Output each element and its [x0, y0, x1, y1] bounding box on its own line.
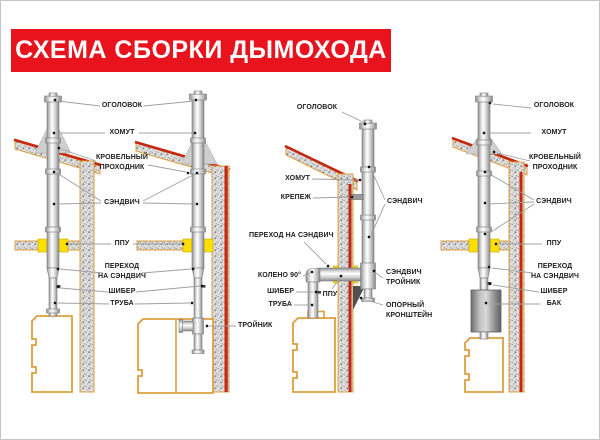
d1-chimney-pipe — [44, 92, 62, 317]
label-truba-12: ТРУБА — [110, 300, 134, 307]
d4-chimney-pipe — [470, 92, 502, 340]
d4-ppu-block-right — [489, 238, 500, 253]
label-krovelny-prohodnik-12: КРОВЕЛЬНЫЙ ПРОХОДНИК — [96, 154, 148, 171]
d4-ppu-block-left — [468, 238, 479, 253]
label-sandwich-troynik-3: СЭНДВИЧ ТРОЙНИК — [386, 269, 422, 286]
label-ogolovok-3: ОГОЛОВОК — [296, 104, 338, 111]
label-krovelny-prohodnik-4: КРОВЕЛЬНЫЙ ПРОХОДНИК — [529, 154, 581, 171]
d4-water-tank — [470, 289, 502, 333]
label-shiber-3: ШИБЕР — [267, 288, 294, 295]
label-shiber-4: ШИБЕР — [540, 288, 568, 295]
label-troynik-2: ТРОЙНИК — [238, 322, 273, 329]
label-koleno-90-3: КОЛЕНО 90° — [257, 272, 301, 279]
d4-adapter — [477, 267, 491, 279]
label-shiber-12: ШИБЕР — [108, 288, 136, 295]
d2-wall — [211, 165, 230, 393]
page-title: СХЕМА СБОРКИ ДЫМОХОДА — [15, 36, 387, 64]
label-oporny-kronshteyn-3: ОПОРНЫЙ КРОНШТЕЙН — [386, 302, 433, 319]
label-sandwich-4: СЭНДВИЧ — [536, 198, 572, 205]
label-ogolovok-4: ОГОЛОВОК — [533, 102, 575, 109]
d3-wall — [337, 173, 354, 393]
label-sandwich-12: СЭНДВИЧ — [104, 199, 140, 206]
d3-elbow-90 — [305, 268, 321, 283]
d3-support-bracket — [353, 286, 365, 310]
d4-cap — [475, 95, 493, 103]
diagram-4 — [440, 92, 529, 393]
d3-single-pipe — [307, 281, 319, 319]
label-bak-4: БАК — [546, 300, 562, 307]
d2-cap — [189, 93, 207, 101]
label-ppu-3: ППУ — [322, 291, 338, 298]
label-khomut-12: ХОМУТ — [109, 129, 135, 136]
title-banner: СХЕМА СБОРКИ ДЫМОХОДА — [11, 29, 391, 72]
d3-sandwich-tee — [360, 262, 376, 290]
label-perekhod-12: ПЕРЕХОД НА СЭНДВИЧ — [97, 263, 147, 280]
d1-wall — [79, 160, 95, 393]
d2-ppu-block-left — [182, 238, 193, 253]
label-krepezh-3: КРЕПЕЖ — [280, 194, 311, 201]
label-sandwich-3: СЭНДВИЧ — [387, 198, 423, 205]
d2-single-pipe — [193, 277, 203, 319]
label-ogolovok-12: ОГОЛОВОК — [101, 102, 143, 109]
d1-ppu-block-left — [37, 238, 48, 253]
label-ppu-4: ППУ — [546, 240, 562, 247]
d3-horizontal-pipe — [317, 267, 365, 282]
d2-tee — [178, 317, 205, 354]
label-ppu-12: ППУ — [114, 240, 130, 247]
leader-dots — [52, 98, 498, 328]
d3-outdoor-pipe — [350, 119, 377, 310]
label-truba-3: ТРУБА — [268, 301, 292, 308]
label-perekhod-4: ПЕРЕХОД НА СЭНДВИЧ — [530, 263, 580, 280]
label-perekhod-3: ПЕРЕХОД НА СЭНДВИЧ — [249, 232, 334, 239]
d1-single-pipe — [48, 277, 58, 317]
d3-cap — [359, 122, 377, 130]
d4-single-pipe — [479, 277, 489, 291]
d4-stove — [464, 337, 504, 393]
label-khomut-4: ХОМУТ — [541, 129, 567, 136]
diagram-3 — [284, 119, 377, 393]
d1-ppu-block-right — [58, 238, 69, 253]
d3-stove — [292, 310, 336, 393]
diagram-2 — [134, 90, 231, 394]
d2-ppu-block-right — [203, 238, 214, 253]
d2-damper-handle — [201, 285, 206, 288]
d3-damper-handle — [317, 291, 321, 294]
diagram-1 — [13, 92, 102, 393]
d1-stove — [31, 315, 73, 393]
leader-lines — [56, 100, 542, 327]
label-khomut-3: ХОМУТ — [285, 175, 310, 182]
d2-chimney-pipe — [178, 90, 207, 354]
d4-wall — [508, 161, 525, 393]
